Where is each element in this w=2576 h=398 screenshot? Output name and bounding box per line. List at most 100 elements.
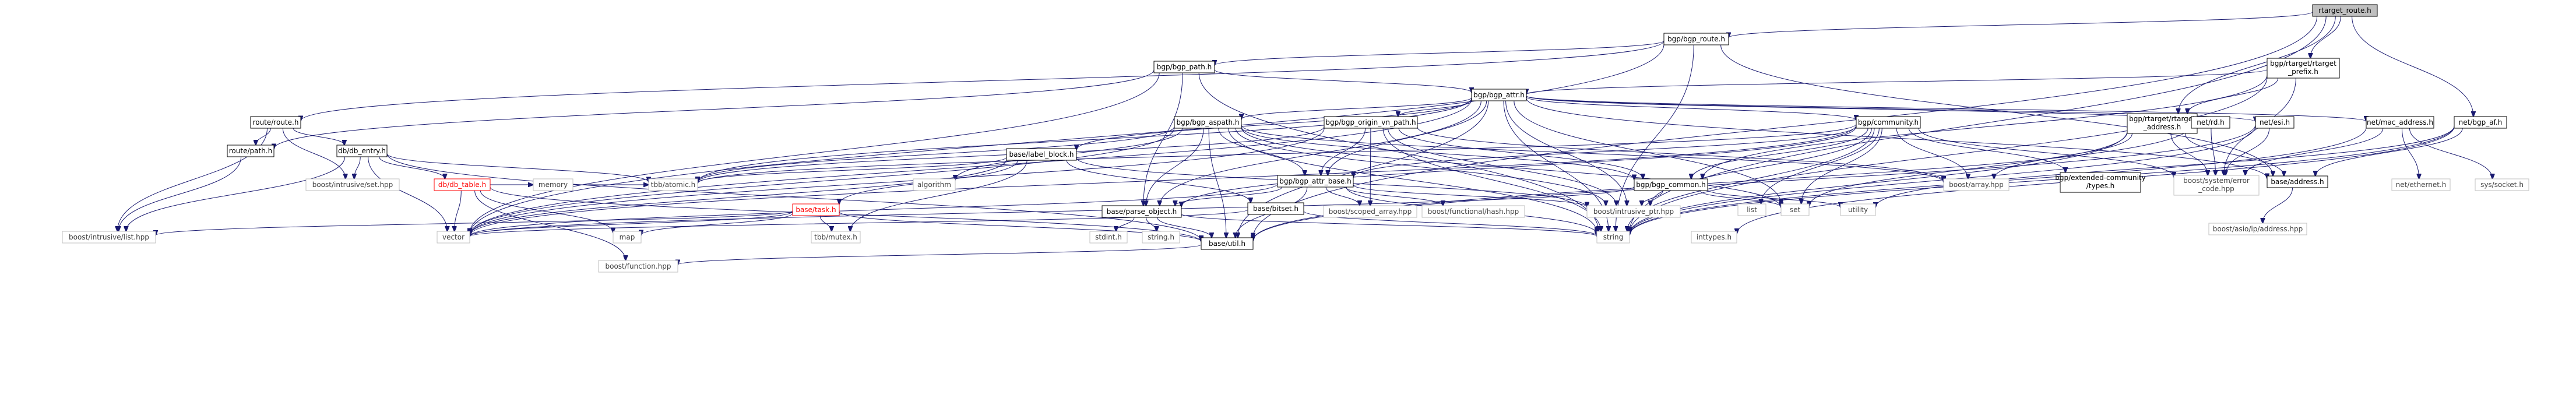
edge-bgp_common-to-vector bbox=[470, 186, 1635, 237]
node-algorithm: algorithm bbox=[913, 178, 956, 191]
edge-bgp_route-to-vector bbox=[470, 44, 1664, 235]
edge-bgp_aspath-to-tbb_atomic bbox=[698, 126, 1175, 182]
edge-bgp_community-to-extended_community_types bbox=[1908, 128, 2065, 172]
node-label: bgp/bgp_attr.h bbox=[1473, 91, 1525, 99]
node-label: net/esi.h bbox=[2260, 118, 2290, 126]
node-boost-function: boost/function.hpp bbox=[598, 260, 678, 273]
edge-bgp_aspath-to-vector bbox=[470, 127, 1175, 235]
edge-route_route-to-intrusive_set bbox=[282, 128, 345, 179]
node-box bbox=[2208, 223, 2307, 235]
edge-bgp_community-to-list bbox=[1761, 128, 1880, 204]
node-esi[interactable]: net/esi.h bbox=[2255, 116, 2295, 129]
node-box bbox=[1142, 231, 1180, 244]
node-rtarget-route[interactable]: rtarget_route.h bbox=[2312, 4, 2378, 17]
node-box bbox=[811, 231, 861, 244]
edge-bgp_aspath-to-set bbox=[1241, 127, 1781, 208]
edge-bgp_route-to-bgp_path bbox=[1215, 40, 1664, 65]
edge-bgp_community-to-error_code bbox=[1918, 128, 2174, 177]
edge-bgp_route-to-base_address bbox=[1720, 44, 2273, 176]
node-label: net/ethernet.h bbox=[2396, 181, 2447, 189]
node-scoped-array: boost/scoped_array.hpp bbox=[1323, 205, 1417, 218]
node-inttypes: inttypes.h bbox=[1691, 231, 1737, 244]
node-label: memory bbox=[539, 181, 568, 189]
node-box bbox=[2255, 116, 2295, 129]
edge-parse_object-to-string_h bbox=[1146, 217, 1157, 231]
edge-bgp_route-to-string bbox=[1616, 44, 1694, 231]
node-label: string bbox=[1603, 233, 1623, 241]
edge-bgp_community-to-parse_object bbox=[1181, 126, 1857, 207]
node-box bbox=[2366, 116, 2434, 129]
node-bgp-attr-base[interactable]: bgp/bgp_attr_base.h bbox=[1277, 175, 1354, 188]
edge-bitset-to-string bbox=[1303, 210, 1597, 236]
edge-rtarget_prefix-to-rtarget_address bbox=[2187, 78, 2279, 114]
node-label: algorithm bbox=[917, 181, 951, 189]
node-bgp-common[interactable]: bgp/bgp_common.h bbox=[1634, 178, 1708, 191]
edge-route_route-to-db_entry bbox=[293, 128, 344, 145]
node-rtarget-prefix[interactable]: bgp/rtarget/rtarget_prefix.h bbox=[2267, 58, 2340, 79]
node-bgp-aspath[interactable]: bgp/bgp_aspath.h bbox=[1174, 116, 1242, 129]
node-net-ethernet: net/ethernet.h bbox=[2391, 178, 2451, 191]
edge-rtarget_address-to-set bbox=[1809, 132, 2128, 206]
edge-db_entry-to-db_table bbox=[379, 156, 445, 179]
node-box bbox=[1691, 231, 1737, 244]
node-label: boost/array.hpp bbox=[1949, 181, 2004, 189]
node-box bbox=[437, 231, 470, 244]
node-label: inttypes.h bbox=[1697, 233, 1732, 241]
node-label: stdint.h bbox=[1095, 233, 1122, 241]
node-box bbox=[1471, 89, 1527, 101]
edge-bgp_path-to-vector bbox=[470, 72, 1160, 234]
edge-parse_object-to-string bbox=[1181, 213, 1597, 237]
node-sys-socket: sys/socket.h bbox=[2475, 178, 2529, 191]
node-route-path[interactable]: route/path.h bbox=[227, 145, 275, 157]
node-box bbox=[2191, 116, 2230, 129]
edge-bgp_community-to-boost_array bbox=[1896, 128, 1968, 179]
node-label: boost/function.hpp bbox=[606, 262, 671, 270]
node-box bbox=[1856, 116, 1921, 129]
edge-db_entry-to-intrusive_list bbox=[126, 156, 346, 231]
node-bgp-path[interactable]: bgp/bgp_path.h bbox=[1153, 61, 1215, 73]
edge-mac_address-to-error_code bbox=[2246, 128, 2384, 175]
node-label: boost/intrusive_ptr.hpp bbox=[1593, 207, 1674, 216]
edge-base_task-to-intrusive_list bbox=[156, 210, 793, 235]
node-base-address[interactable]: base/address.h bbox=[2267, 175, 2328, 188]
node-box bbox=[2173, 175, 2260, 196]
node-bgp-route[interactable]: bgp/bgp_route.h bbox=[1663, 33, 1729, 45]
edge-bgp_attr-to-bgp_aspath bbox=[1241, 97, 1472, 119]
node-db-entry[interactable]: db/db_entry.h bbox=[336, 145, 388, 157]
node-mac-address[interactable]: net/mac_address.h bbox=[2366, 116, 2434, 129]
node-label: db/db_table.h bbox=[438, 181, 486, 189]
node-db-table[interactable]: db/db_table.h bbox=[434, 178, 491, 191]
node-box bbox=[2267, 58, 2340, 79]
dependency-edges bbox=[118, 11, 2493, 265]
node-box bbox=[1247, 202, 1304, 215]
node-bgp-af[interactable]: net/bgp_af.h bbox=[2454, 116, 2507, 129]
node-rd[interactable]: net/rd.h bbox=[2191, 116, 2230, 129]
edge-bgp_path-to-string bbox=[1198, 72, 1599, 231]
node-bgp-community[interactable]: bgp/community.h bbox=[1856, 116, 1921, 129]
node-rtarget-address[interactable]: bgp/rtarget/rtarget_address.h bbox=[2127, 113, 2198, 134]
node-bgp-attr[interactable]: bgp/bgp_attr.h bbox=[1471, 89, 1527, 101]
edge-bgp_attr-to-tbb_atomic bbox=[698, 98, 1472, 182]
node-label-block[interactable]: base/label_block.h bbox=[1006, 148, 1077, 161]
node-label: bgp/extended-community/types.h bbox=[2055, 174, 2145, 190]
node-error-code: boost/system/error_code.hpp bbox=[2173, 175, 2260, 196]
node-label: bgp/bgp_common.h bbox=[1636, 181, 1705, 189]
node-bitset[interactable]: base/bitset.h bbox=[1247, 202, 1304, 215]
edge-route_route-to-route_path bbox=[256, 128, 271, 145]
node-base-task[interactable]: base/task.h bbox=[792, 203, 840, 216]
node-label: bgp/bgp_route.h bbox=[1667, 35, 1725, 43]
node-bgp-origin-vn-path[interactable]: bgp/bgp_origin_vn_path.h bbox=[1324, 116, 1418, 129]
node-parse-object[interactable]: base/parse_object.h bbox=[1102, 205, 1182, 218]
node-box bbox=[1780, 203, 1810, 216]
node-extended-community-types[interactable]: bgp/extended-community/types.h bbox=[2055, 172, 2146, 193]
node-label: bgp/bgp_path.h bbox=[1157, 63, 1212, 71]
edge-base_task-to-base_util bbox=[839, 211, 1201, 241]
node-label: base/bitset.h bbox=[1253, 205, 1298, 213]
edge-bgp_community-to-intrusive_ptr bbox=[1651, 128, 1872, 206]
node-route-route[interactable]: route/route.h bbox=[250, 116, 301, 129]
node-box bbox=[1174, 116, 1242, 129]
edge-rtarget_route-to-rtarget_prefix bbox=[2310, 16, 2341, 58]
edge-bgp_community-to-vector bbox=[470, 125, 1857, 235]
node-box bbox=[336, 145, 388, 157]
node-base-util[interactable]: base/util.h bbox=[1201, 237, 1254, 250]
